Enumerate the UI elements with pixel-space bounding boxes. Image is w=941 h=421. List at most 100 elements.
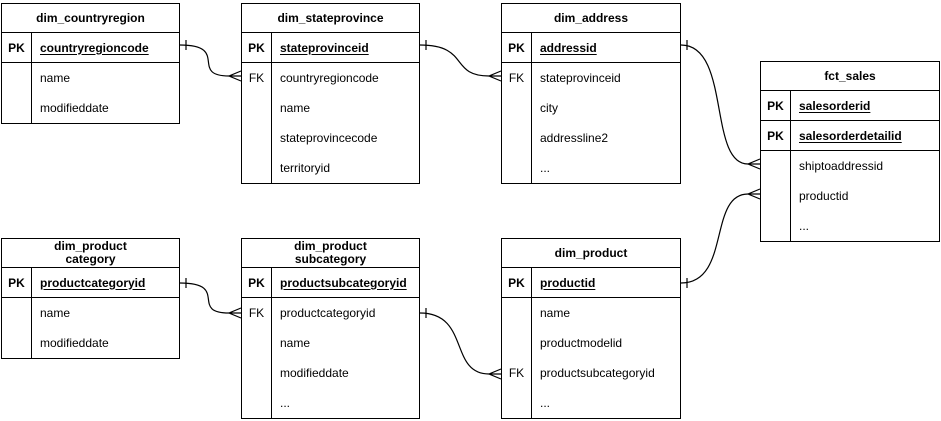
table-title-line: subcategory <box>294 252 367 266</box>
relationship-line[interactable] <box>179 282 230 314</box>
relationship-dim_productcategory-to-dim_productsubcategory[interactable] <box>179 278 242 319</box>
fk-label: FK <box>508 366 525 380</box>
key-spacer <box>502 328 531 358</box>
relationship-dim_product-to-fct_sales[interactable] <box>680 188 761 288</box>
table-title-line: dim_product <box>54 239 127 253</box>
relationship-dim_productsubcategory-to-dim_product[interactable] <box>419 308 502 380</box>
key-spacer <box>761 151 790 181</box>
pk-field-name: productsubcategoryid <box>280 275 407 290</box>
key-spacer <box>2 328 31 358</box>
field-name-name: name <box>40 71 71 85</box>
field-column: productcategoryid name modifieddate... <box>272 298 419 418</box>
field-name-productcategoryid: productcategoryid <box>280 306 376 320</box>
key-spacer <box>502 93 531 123</box>
field-name-productid: productid <box>799 189 849 203</box>
pk-label: PK <box>2 268 32 297</box>
pk-field-name: addressid <box>540 40 597 55</box>
table-title-dim_stateprovince: dim_stateprovince <box>242 4 419 33</box>
field-name-addressline2: addressline2 <box>540 131 609 145</box>
field-name-modifieddate: modifieddate <box>40 336 109 350</box>
cardinality-many-crowfoot <box>487 70 502 82</box>
relationship-dim_address-to-fct_sales[interactable] <box>680 40 761 170</box>
pk-row-addressid: PK addressid <box>502 33 680 63</box>
field-name-ellipsis: ... <box>799 219 810 233</box>
key-spacer <box>242 123 271 153</box>
key-spacer <box>2 298 31 328</box>
pk-field-name: productid <box>540 275 596 290</box>
relationship-line[interactable] <box>680 193 749 284</box>
field-name-modifieddate: modifieddate <box>40 101 109 115</box>
pk-field-name: stateprovinceid <box>280 40 369 55</box>
key-column <box>761 151 791 241</box>
table-body-dim_product: FK name productmodelid productsubcategoryid… <box>502 298 680 418</box>
table-title-line: dim_product <box>554 245 628 260</box>
table-body-dim_productcategory: name modifieddate <box>2 298 179 358</box>
field-name-name: name <box>40 306 71 320</box>
key-spacer <box>2 93 31 123</box>
pk-label: PK <box>761 91 791 120</box>
table-title-line: dim_address <box>553 10 629 25</box>
field-name-city: city <box>540 101 558 115</box>
cardinality-many-crowfoot <box>227 307 242 319</box>
key-column: FK <box>502 63 532 183</box>
key-spacer <box>761 211 790 241</box>
key-spacer <box>502 153 531 183</box>
key-column: FK <box>242 63 272 183</box>
relationship-line[interactable] <box>179 44 230 77</box>
key-column: FK <box>242 298 272 418</box>
field-name-name: name <box>280 101 311 115</box>
field-name-name: name <box>280 336 311 350</box>
field-name-ellipsis: ... <box>540 161 551 175</box>
fk-label: FK <box>508 71 525 85</box>
field-column: name productmodelid productsubcategoryid..… <box>532 298 680 418</box>
table-body-dim_address: FK stateprovinceid city addressline2... <box>502 63 680 183</box>
pk-label: PK <box>761 121 791 150</box>
pk-field-name: salesorderid <box>799 98 871 113</box>
relationship-line[interactable] <box>419 312 490 375</box>
field-name-name: name <box>540 306 571 320</box>
field-name-shiptoaddressid: shiptoaddressid <box>799 159 884 173</box>
table-body-dim_productsubcategory: FK productcategoryid name modifieddate... <box>242 298 419 418</box>
table-title-dim_countryregion: dim_countryregion <box>2 4 179 33</box>
pk-label: PK <box>502 33 532 62</box>
field-name-stateprovinceid: stateprovinceid <box>540 71 621 85</box>
key-spacer <box>502 123 531 153</box>
relationship-dim_stateprovince-to-dim_address[interactable] <box>419 40 502 82</box>
table-title-line: dim_stateprovince <box>277 10 384 25</box>
fk-label: FK <box>248 306 265 320</box>
field-name-countryregioncode: countryregioncode <box>280 71 379 85</box>
key-spacer <box>2 63 31 93</box>
key-spacer <box>242 153 271 183</box>
field-name-productmodelid: productmodelid <box>540 336 623 350</box>
table-body-dim_stateprovince: FK countryregioncode name stateprovincecode… <box>242 63 419 183</box>
cardinality-many-crowfoot <box>746 188 761 200</box>
pk-label: PK <box>2 33 32 62</box>
field-column: shiptoaddressid productid... <box>791 151 939 241</box>
relationship-line[interactable] <box>419 44 490 77</box>
cardinality-many-crowfoot <box>487 368 502 380</box>
relationship-dim_countryregion-to-dim_stateprovince[interactable] <box>179 40 242 82</box>
field-name-stateprovincecode: stateprovincecode <box>280 131 378 145</box>
key-spacer <box>242 93 271 123</box>
pk-field-name: productcategoryid <box>40 275 146 290</box>
key-spacer <box>502 298 531 328</box>
field-name-ellipsis: ... <box>540 396 551 410</box>
relationship-line[interactable] <box>680 44 749 165</box>
field-name-modifieddate: modifieddate <box>280 366 349 380</box>
field-name-ellipsis: ... <box>280 396 291 410</box>
field-name-productsubcategoryid: productsubcategoryid <box>540 366 655 380</box>
key-spacer <box>242 328 271 358</box>
